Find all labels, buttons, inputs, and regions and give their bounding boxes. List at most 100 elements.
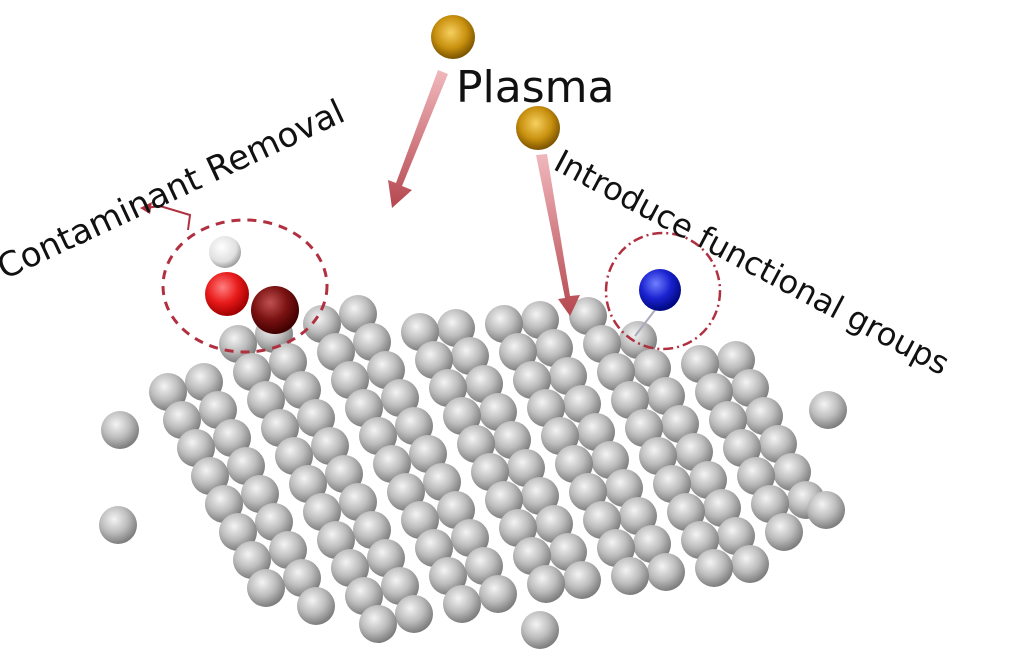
substrate-atom-icon	[345, 389, 383, 427]
substrate-atom-icon	[359, 417, 397, 455]
substrate-atom-icon	[387, 473, 425, 511]
substrate-atom-icon	[465, 365, 503, 403]
substrate-atom-icon	[219, 325, 257, 363]
functional-group-atom-icon	[639, 269, 681, 311]
substrate-atom-icon	[611, 557, 649, 595]
substrate-atom-icon	[199, 391, 237, 429]
substrate-atom-icon	[339, 483, 377, 521]
substrate-atom-icon	[633, 349, 671, 387]
substrate-atom-icon	[331, 361, 369, 399]
substrate-atom-icon	[99, 506, 137, 544]
substrate-atom-icon	[359, 605, 397, 643]
substrate-atom-icon	[191, 457, 229, 495]
substrate-atom-icon	[577, 413, 615, 451]
substrate-atom-icon	[667, 493, 705, 531]
substrate-atom-icon	[317, 521, 355, 559]
substrate-atom-icon	[101, 411, 139, 449]
substrate-atom-icon	[493, 421, 531, 459]
plasma-arrow-right	[536, 154, 580, 316]
substrate-atom-icon	[549, 357, 587, 395]
substrate-atom-icon	[653, 465, 691, 503]
substrate-atom-icon	[373, 445, 411, 483]
substrate-atom-icon	[471, 453, 509, 491]
substrate-atom-icon	[541, 417, 579, 455]
substrate-atom-icon	[479, 393, 517, 431]
substrate-atom-icon	[759, 425, 797, 463]
substrate-atom-icon	[689, 461, 727, 499]
substrate-atom-icon	[247, 569, 285, 607]
substrate-atom-icon	[233, 541, 271, 579]
substrate-atom-icon	[331, 549, 369, 587]
substrate-atom-icon	[401, 313, 439, 351]
substrate-atom-icon	[583, 325, 621, 363]
substrate-atom-icon	[695, 549, 733, 587]
substrate-atom-icon	[429, 557, 467, 595]
substrate-atom-icon	[395, 407, 433, 445]
substrate-atom-icon	[401, 501, 439, 539]
substrate-atom-icon	[205, 485, 243, 523]
substrate-atom-icon	[597, 529, 635, 567]
substrate-atom-icon	[367, 351, 405, 389]
substrate-atom-icon	[485, 305, 523, 343]
substrate-atom-icon	[751, 485, 789, 523]
substrate-atom-icon	[275, 437, 313, 475]
plasma-particle-icon	[431, 15, 475, 59]
substrate-atom-icon	[625, 409, 663, 447]
substrate-atom-icon	[765, 513, 803, 551]
substrate-atom-icon	[381, 379, 419, 417]
substrate-atom-icon	[535, 329, 573, 367]
substrate-atom-icon	[737, 457, 775, 495]
substrate-atom-icon	[563, 561, 601, 599]
substrate-atom-icon	[723, 429, 761, 467]
substrate-atom-icon	[619, 497, 657, 535]
substrate-atom-icon	[163, 401, 201, 439]
substrate-atom-icon	[773, 453, 811, 491]
substrate-atom-icon	[269, 531, 307, 569]
substrate-atom-icon	[521, 301, 559, 339]
substrate-atom-icon	[269, 343, 307, 381]
substrate-atom-icon	[325, 455, 363, 493]
substrate-atom-icon	[233, 353, 271, 391]
substrate-atom-icon	[717, 517, 755, 555]
substrate-atom-icon	[283, 559, 321, 597]
substrate-atom-icon	[583, 501, 621, 539]
substrate-atom-icon	[549, 533, 587, 571]
substrate-atom-icon	[465, 547, 503, 585]
substrate-atom-icon	[177, 429, 215, 467]
substrate-atom-icon	[149, 373, 187, 411]
substrate-atom-icon	[507, 449, 545, 487]
substrate-atom-icon	[303, 493, 341, 531]
substrate-atom-icon	[731, 545, 769, 583]
functional-group-highlight	[604, 231, 722, 351]
substrate-atom-icon	[591, 441, 629, 479]
substrate-atom-icon	[451, 337, 489, 375]
substrate-atom-icon	[219, 513, 257, 551]
substrate-atom-icon	[731, 369, 769, 407]
substrate-atom-icon	[429, 369, 467, 407]
substrate-atom-icon	[527, 565, 565, 603]
substrate-atom-icon	[619, 321, 657, 359]
substrate-atom-icon	[521, 611, 559, 649]
substrate-atom-icon	[479, 575, 517, 613]
substrate-atom-icon	[681, 521, 719, 559]
substrate-atom-icon	[437, 491, 475, 529]
substrate-atom-icon	[807, 491, 845, 529]
substrate-atom-icon	[695, 373, 733, 411]
substrate-atom-icon	[569, 473, 607, 511]
plasma-label: Plasma	[456, 62, 615, 113]
substrate-atom-icon	[367, 539, 405, 577]
substrate-atom-icon	[675, 433, 713, 471]
substrate-atom-icon	[283, 371, 321, 409]
substrate-atom-icon	[703, 489, 741, 527]
substrate-atom-icon	[185, 363, 223, 401]
contaminant-highlight	[140, 202, 329, 354]
substrate-atom-icon	[255, 503, 293, 541]
substrate-atom-icon	[409, 435, 447, 473]
substrate-atom-icon	[485, 481, 523, 519]
substrate-atom-icon	[227, 447, 265, 485]
substrate-atom-icon	[745, 397, 783, 435]
substrate-atom-icon	[241, 475, 279, 513]
substrate-atom-icon	[639, 437, 677, 475]
contaminant-atom-icon	[251, 286, 299, 334]
substrate-atom-icon	[443, 585, 481, 623]
